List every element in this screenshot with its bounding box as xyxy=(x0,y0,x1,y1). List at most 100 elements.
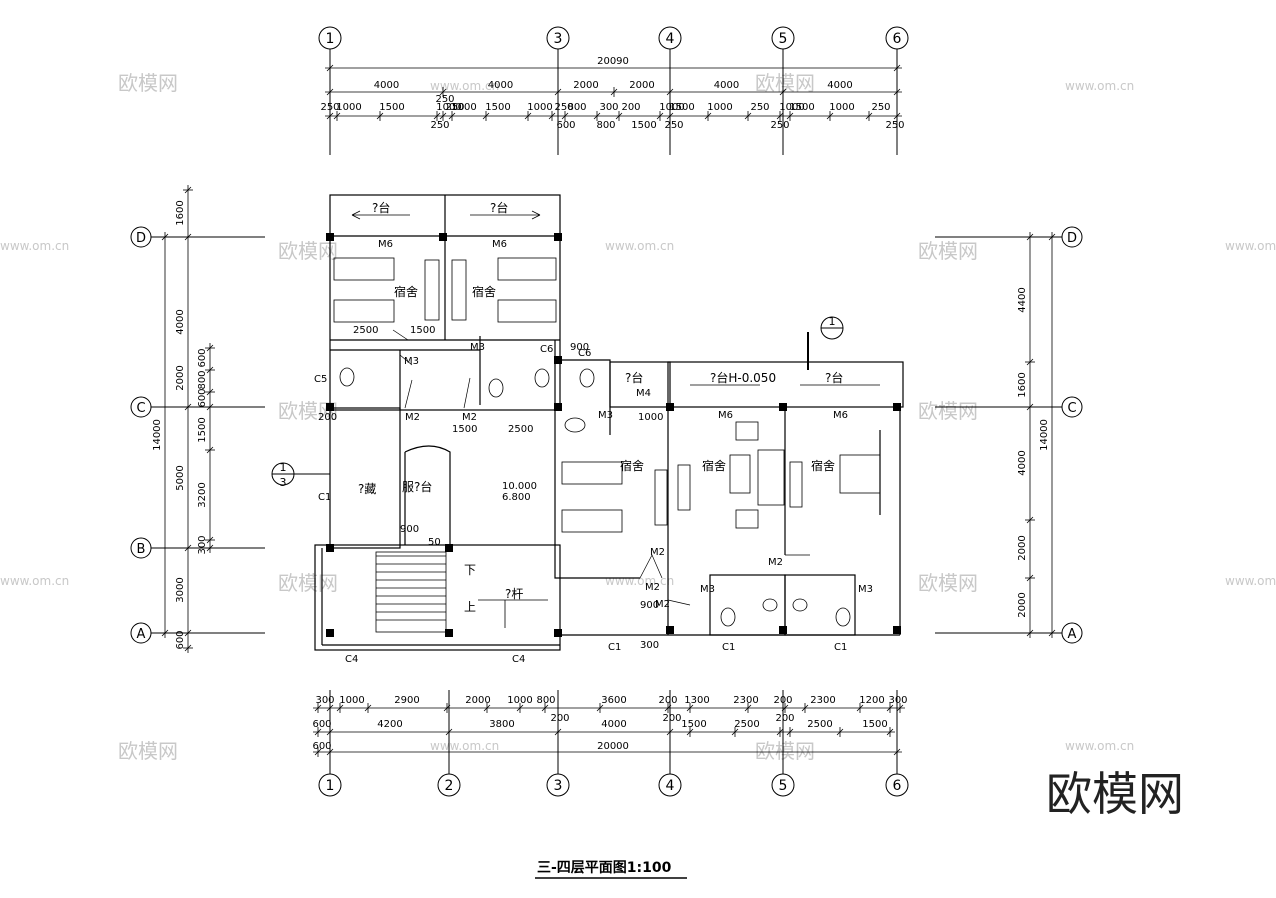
dim-value: 4000 xyxy=(714,80,739,91)
axis-label: 1 xyxy=(326,778,335,794)
dim-value: 1000 xyxy=(659,102,684,113)
dorm-label: 宿舍 xyxy=(702,458,726,473)
axis-label: 4 xyxy=(666,31,675,47)
dim-value: 4000 xyxy=(488,80,513,91)
inner-dim: 900 xyxy=(640,600,659,611)
dim-value: 1500 xyxy=(485,102,510,113)
axis-label: 3 xyxy=(554,31,563,47)
dim-value: 4400 xyxy=(1017,287,1028,312)
door-tag: M2 xyxy=(650,547,665,558)
watermark-url: www.om.cn xyxy=(1065,739,1134,753)
watermark-brand: 欧模网 xyxy=(918,399,978,423)
column xyxy=(893,403,901,411)
balcony-label: ?台 xyxy=(372,200,390,215)
balcony-arrows xyxy=(351,210,880,386)
window-tag: C5 xyxy=(314,374,327,385)
dim-value: 1000 xyxy=(829,102,854,113)
column xyxy=(439,233,447,241)
dim-value: 600 xyxy=(556,120,575,131)
drawing-title: 三-四层平面图1:100 xyxy=(537,860,672,876)
axis-label: 6 xyxy=(893,31,902,47)
inner-dim: 2500 xyxy=(508,424,533,435)
dim-value: 250 xyxy=(435,94,454,105)
dim-value: 2500 xyxy=(807,719,832,730)
dim-value: 4000 xyxy=(374,80,399,91)
watermark-url: www.om.cn xyxy=(1065,79,1134,93)
dim-value: 200 xyxy=(662,713,681,724)
stair-down-label: 下 xyxy=(464,563,476,577)
window-tag: C6 xyxy=(540,344,553,355)
window-tag: C4 xyxy=(512,654,525,665)
railing-label: ?杆 xyxy=(505,587,523,601)
dim-value: 250 xyxy=(664,120,683,131)
axis-label: 5 xyxy=(779,31,788,47)
dim-value: 800 xyxy=(536,695,555,706)
dim-value: 200 xyxy=(775,713,794,724)
axis-label: A xyxy=(1068,627,1077,642)
dim-value: 800 xyxy=(596,120,615,131)
watermark-url: www.om.cn xyxy=(1225,574,1276,588)
watermark-brand: 欧模网 xyxy=(278,571,338,595)
dim-value: 5000 xyxy=(175,465,186,490)
inner-dim: 1500 xyxy=(410,325,435,336)
dim-value: 2000 xyxy=(629,80,654,91)
axis-label: C xyxy=(1067,401,1076,416)
section-number: 1 xyxy=(829,315,836,328)
dim-value: 1500 xyxy=(681,719,706,730)
dim-value: 1000 xyxy=(436,102,461,113)
dim-value: 300 xyxy=(315,695,334,706)
door-tag: M6 xyxy=(492,239,507,250)
dim-value: 1300 xyxy=(684,695,709,706)
dim-value: 4000 xyxy=(827,80,852,91)
inner-dim: 900 xyxy=(570,342,589,353)
dim-value: 250 xyxy=(445,102,464,113)
dim-value: 1000 xyxy=(707,102,732,113)
watermark-brand: 欧模网 xyxy=(918,571,978,595)
column xyxy=(554,356,562,364)
axis-label: 5 xyxy=(779,778,788,794)
dim-value: 800 xyxy=(567,102,586,113)
axis-label: 2 xyxy=(445,778,454,794)
column xyxy=(779,626,787,634)
dim-value: 2000 xyxy=(1017,592,1028,617)
dim-value: 3200 xyxy=(197,482,208,507)
dimension-lines xyxy=(160,63,1057,757)
dim-value: 600 xyxy=(175,630,186,649)
door-tag: M2 xyxy=(768,557,783,568)
dim-value: 2900 xyxy=(394,695,419,706)
structural-columns xyxy=(326,233,901,637)
door-tag: M4 xyxy=(636,388,651,399)
dim-value: 1000 xyxy=(451,102,476,113)
column xyxy=(666,403,674,411)
dim-value: 1000 xyxy=(507,695,532,706)
watermark-layer: 欧模网 www.om.cn 欧模网 www.om.cn www.om.cn 欧模… xyxy=(0,71,1276,821)
drawing-title-group: 三-四层平面图1:100 xyxy=(535,860,687,879)
inner-dim: 1500 xyxy=(452,424,477,435)
service-counter-label: 服?台 xyxy=(402,479,432,494)
dim-value: 1000 xyxy=(336,102,361,113)
inner-dim: 900 xyxy=(400,524,419,535)
walls xyxy=(314,194,904,651)
axis-label: 3 xyxy=(554,778,563,794)
column xyxy=(445,629,453,637)
fixtures xyxy=(333,257,881,633)
dim-value: 1000 xyxy=(527,102,552,113)
dim-value: 200 xyxy=(621,102,640,113)
dim-value: 4000 xyxy=(175,309,186,334)
dim-value: 250 xyxy=(770,120,789,131)
window-tag: C1 xyxy=(834,642,847,653)
dim-value: 1000 xyxy=(339,695,364,706)
dim-value: 300 xyxy=(888,695,907,706)
watermark-brand: 欧模网 xyxy=(918,239,978,263)
section-number: 1 xyxy=(280,461,287,474)
dim-value: 300 xyxy=(197,535,208,554)
inner-dim: 300 xyxy=(640,640,659,651)
watermark-url: www.om.cn xyxy=(1225,239,1276,253)
window-tag: C6 xyxy=(578,348,591,359)
dim-value: 3800 xyxy=(489,719,514,730)
dim-value: 200 xyxy=(550,713,569,724)
dorm-label: 宿舍 xyxy=(620,458,644,473)
